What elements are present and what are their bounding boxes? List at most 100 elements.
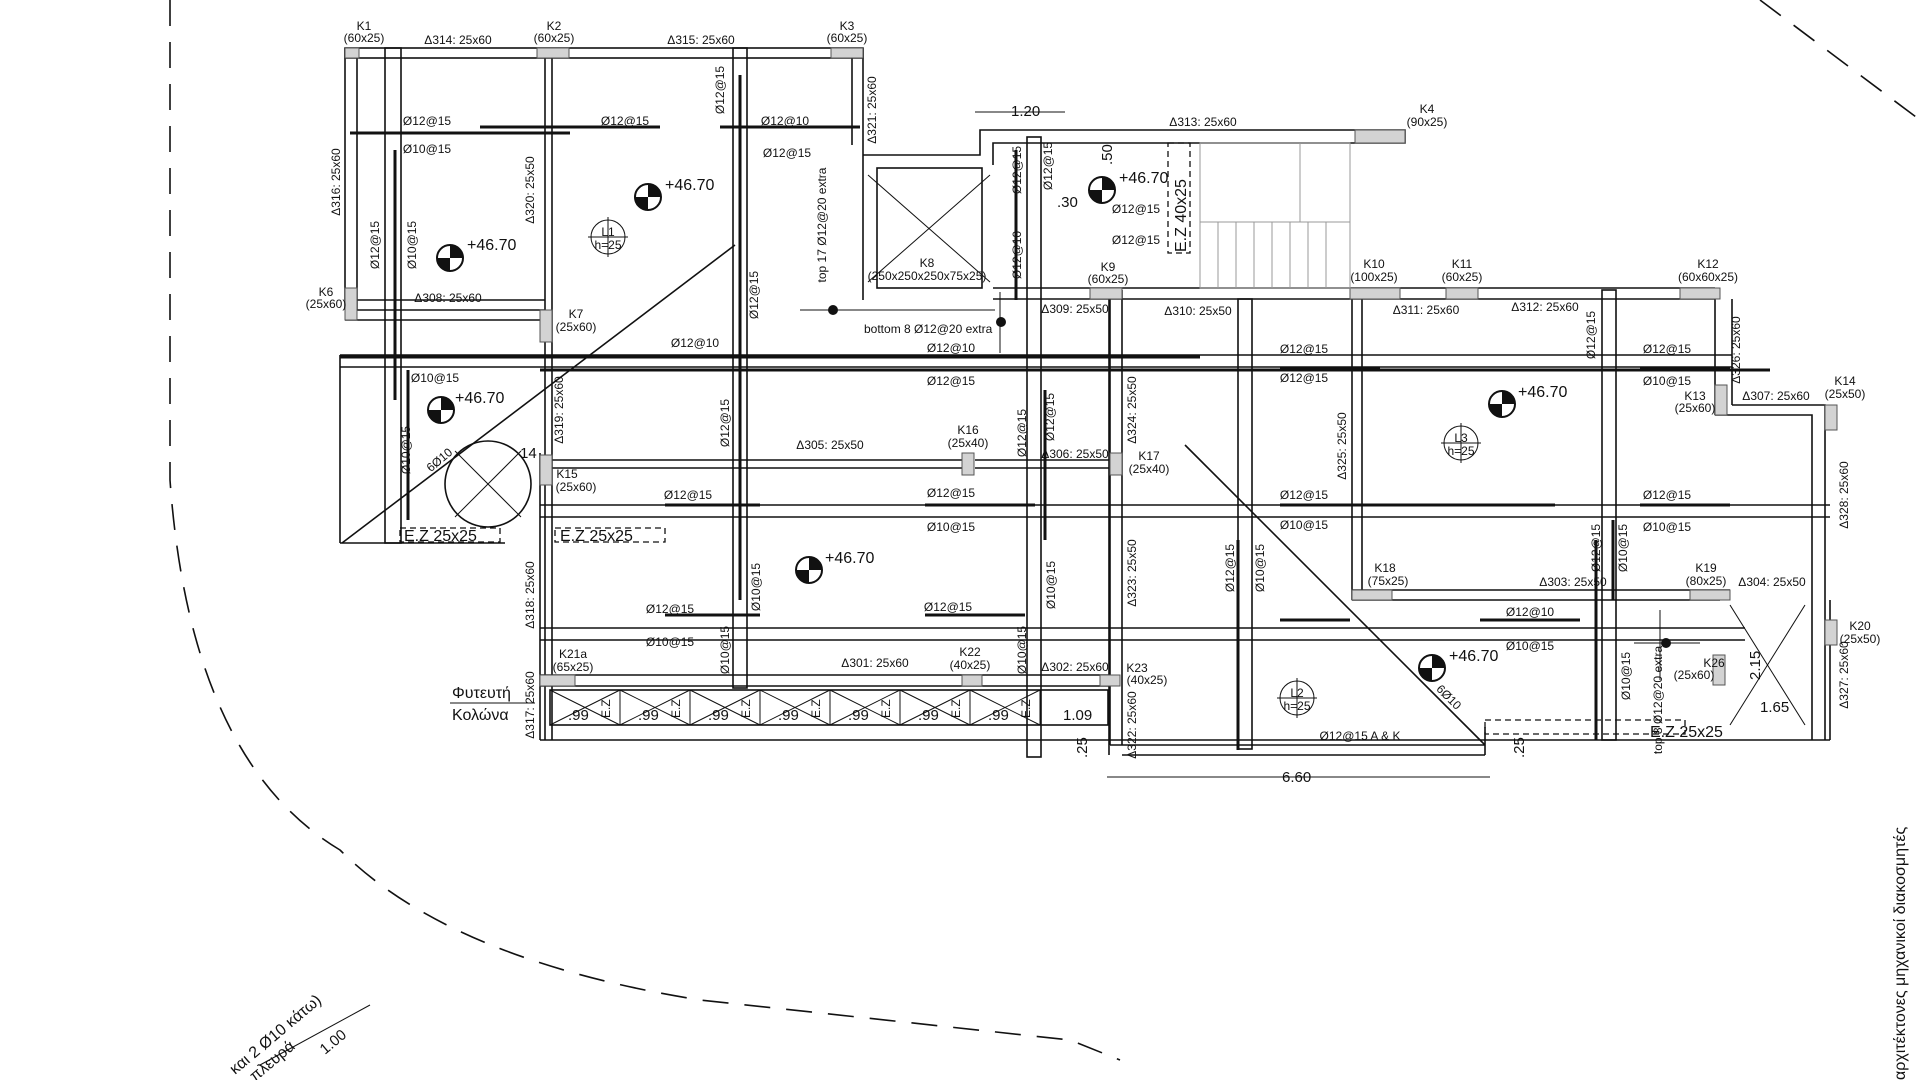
planter-caption-line: Κολώνα [452,707,509,724]
column-label: K2 [547,19,562,33]
column-label: K13 [1684,389,1706,403]
beam-label: Δ305: 25x50 [796,438,864,452]
rebar-label: Ø10@15 [749,563,763,612]
slab-thickness-l3: h=25 [1447,444,1474,458]
ez-label: Ε.Ζ [879,699,893,718]
rebar-label: Ø10@15 [718,626,732,675]
rebar-label: Ø10@15 [1015,626,1029,675]
elevation-marker [1088,176,1116,204]
column-label: K9 [1101,260,1116,274]
column-label: K15 [556,467,578,481]
slab-thickness-l2: h=25 [1283,699,1310,713]
rebar-label: Ø12@10 [1506,605,1555,619]
dimension-label: .99 [918,707,939,724]
column-size: (75x25) [1368,574,1409,588]
rebar-label: Ø10@15 [411,371,460,385]
rebar-label: Ø12@15 [927,374,976,388]
rebar-label: Ø12@10 [761,114,810,128]
dimension-label: 6.60 [1282,769,1311,786]
beam-label: Δ301: 25x60 [841,656,909,670]
staircase [1199,142,1351,289]
column-label: K16 [957,423,979,437]
column-size: (65x25) [553,660,594,674]
dimension-label: .99 [638,707,659,724]
beam-label: Δ323: 25x50 [1125,539,1139,607]
extra-bar-arrows [800,292,1700,680]
beam-label: Δ317: 25x60 [523,671,537,739]
ez-label: Ε.Ζ [599,699,613,718]
column-size: (25x60) [1675,401,1716,415]
column-label: K7 [569,307,584,321]
rebar-label: Ø12@15 [1112,233,1161,247]
column-size: (60x60x25) [1678,270,1738,284]
elevation-marker [436,244,464,272]
ez-label: Ε.Ζ [739,699,753,718]
property-boundary-line [169,0,1121,1061]
column-size: (60x25) [1442,270,1483,284]
elevation-label: +46.70 [665,177,714,194]
beam-label: Δ327: 25x60 [1837,641,1851,709]
planter-caption: Φυτευτή Κολώνα [450,685,535,724]
beam-label: Δ311: 25x60 [1393,303,1460,317]
planter-caption-line: Φυτευτή [452,685,511,702]
beam-label: Δ318: 25x60 [523,561,537,629]
dimension-label: 1.09 [1063,707,1092,724]
column-label: K6 [319,285,334,299]
rebar-label: Ø12@15 [924,600,973,614]
elevation-marker [427,396,455,424]
rebar-label: Ø12@15 [368,221,382,270]
rebar-label: Ø12@15 [927,486,976,500]
rebar-label: Ø12@15 [403,114,452,128]
rebar-label: Ø12@15 A & K [1320,729,1401,743]
column-size: (25x60) [306,297,347,311]
rebar-label: Ø12@15 [1010,146,1024,195]
rebar-label: Ø10@15 [1044,561,1058,610]
corner-note: και 2 Ø10 κάτω) πλευρά [227,992,371,1080]
column-label: K1 [357,19,372,33]
title-block-text: αρχιτέκτονες μηχανικοί διακοσμητές [1892,827,1909,1080]
elevation-marker [1418,654,1446,682]
slab-thickness-l1: h=25 [594,238,621,252]
planter-ez-labels: Ε.Ζ Ε.Ζ Ε.Ζ Ε.Ζ Ε.Ζ Ε.Ζ Ε.Ζ [599,699,1033,718]
rebar-labels: Ø12@15 Ø12@15 Ø12@10 Ø10@15 Ø12@15 Ø12@1… [403,114,1692,743]
column-size: (25x60) [1674,668,1715,682]
rebar-label: Ø12@15 [1223,544,1237,593]
beam-label: Δ312: 25x60 [1511,300,1579,314]
rebar-note: top 17 Ø12@20 extra [815,167,829,282]
rebar-label: Ø12@15 [646,602,695,616]
rebar-label: Ø12@10 [1010,231,1024,280]
rebar-label: Ø10@15 [1506,639,1555,653]
beam-label: Δ314: 25x60 [424,33,492,47]
beam-label: Δ328: 25x60 [1837,461,1851,529]
column-size: (25x60) [556,320,597,334]
rebar-label: Ø12@15 [763,146,812,160]
column-size: (25x60) [556,480,597,494]
beam-label: Δ316: 25x60 [329,148,343,216]
column-label: K18 [1374,561,1396,575]
rebar-label: Ø10@15 [1280,518,1329,532]
rebar-label: Ø12@10 [927,341,976,355]
rebar-label: Ø10@15 [927,520,976,534]
dimension-label: .99 [848,707,869,724]
dimension-labels: 1.20 .50 .30 14 .99 .99 .99 .99 .99 .99 … [317,103,1790,1058]
rebar-label: Ø10@15 [405,221,419,270]
column-size: (40x25) [950,658,991,672]
rebar-label: Ø12@15 [1280,342,1329,356]
elevation-label: +46.70 [467,237,516,254]
column-labels: K1 (60x25) K2 (60x25) K3 (60x25) K4 (90x… [306,19,1881,687]
beam-label: Δ313: 25x60 [1169,115,1237,129]
dimension-label: .25 [1511,737,1528,758]
column-label: K26 [1703,656,1725,670]
rebar-label: Ø12@15 [1041,142,1055,191]
beam-label: Δ304: 25x50 [1738,575,1806,589]
ez-label: Ε.Ζ [1019,699,1033,718]
beam-label: Δ306: 25x50 [1041,447,1109,461]
beam-label: Δ302: 25x60 [1041,660,1109,674]
dimension-label: .30 [1057,194,1078,211]
ez-labels: Ε.Ζ 25x25 Ε.Ζ 25x25 Ε.Ζ 25x25 Ε.Ζ 40x25 [404,179,1723,741]
rebar-lines [340,75,1770,750]
beam-labels: Δ301: 25x60 Δ302: 25x60 Δ303: 25x50 Δ304… [414,33,1810,674]
rebar-label: Ø10@15 [1643,374,1692,388]
column-size: (40x25) [1127,673,1168,687]
